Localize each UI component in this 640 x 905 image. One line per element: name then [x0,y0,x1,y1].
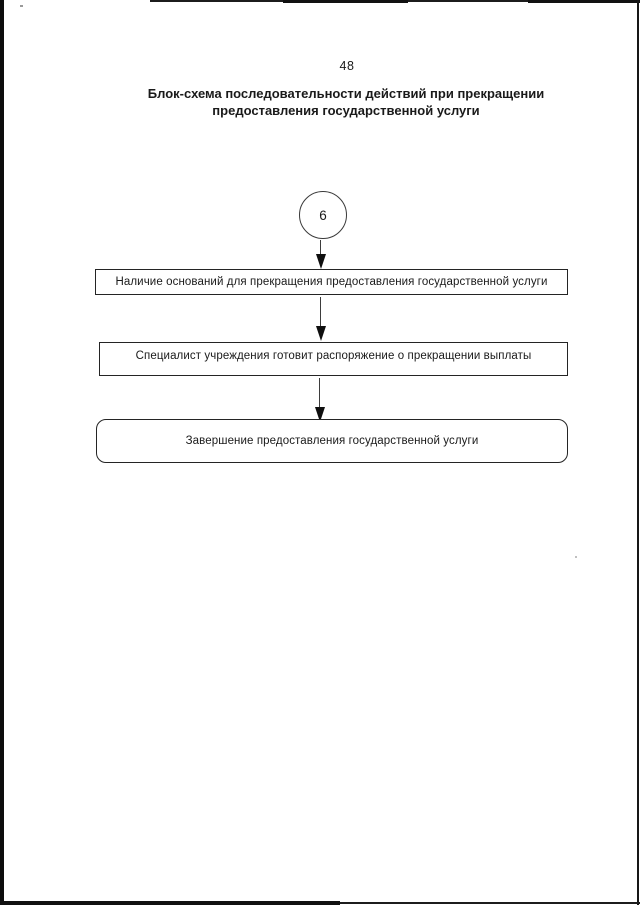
scan-border-top-segment [528,0,640,3]
arrow-line [319,240,322,254]
flow-step-2: Специалист учреждения готовит распоряжен… [99,342,568,376]
arrow-head-icon [314,407,325,422]
flow-step-3-label: Завершение предоставления государственно… [185,435,479,447]
flow-step-2-label: Специалист учреждения готовит распоряжен… [135,350,532,362]
flow-arrow-2 [315,297,326,341]
flow-arrow-1 [315,240,326,269]
flow-step-1-label: Наличие оснований для прекращения предос… [115,276,548,288]
arrow-head-icon [315,326,326,341]
page-title: Блок-схема последовательности действий п… [26,85,640,119]
flow-connector-circle: 6 [299,191,347,239]
flow-connector-label: 6 [319,207,327,223]
page-title-line-1: Блок-схема последовательности действий п… [147,86,545,101]
scan-speck [20,5,23,7]
scan-speck [575,556,577,558]
arrow-line [319,297,322,326]
flow-arrow-3 [314,378,325,422]
scan-border-right [637,0,639,905]
flow-step-1: Наличие оснований для прекращения предос… [95,269,568,295]
page-title-line-2: предоставления государственной услуги [212,103,480,118]
arrow-head-icon [315,254,326,269]
arrow-line [318,378,321,407]
scan-border-bottom-segment [0,901,340,905]
page-number: 48 [339,59,355,73]
flow-step-3-terminator: Завершение предоставления государственно… [96,419,568,463]
scan-border-left [0,0,4,905]
scan-border-top-segment [283,0,408,3]
